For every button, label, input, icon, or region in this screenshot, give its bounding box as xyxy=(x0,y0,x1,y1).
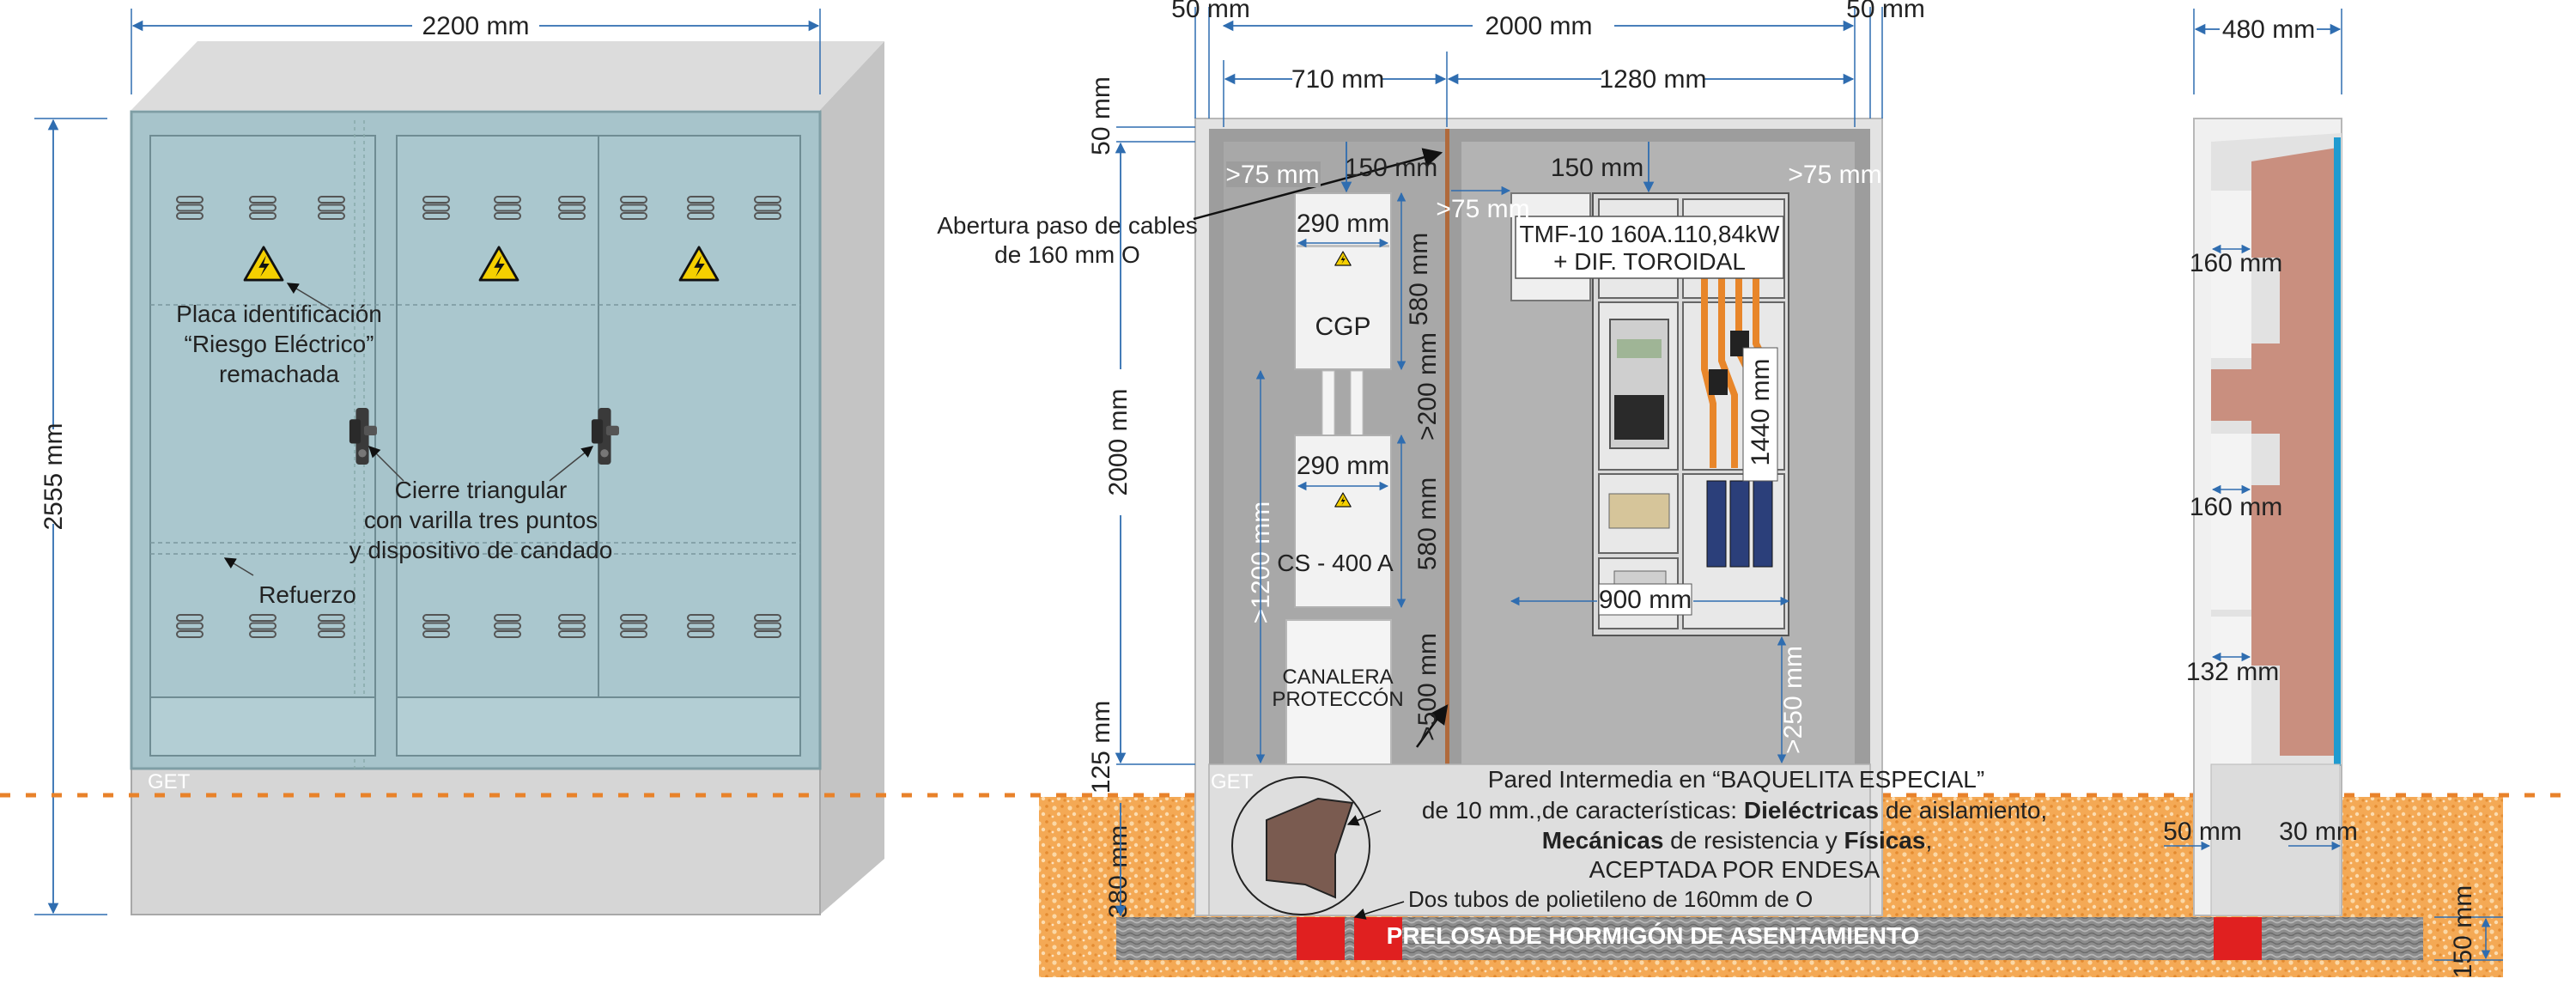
label-pared-2: de 10 mm.,de características: Dieléctric… xyxy=(1422,797,2047,824)
label-cgp: CGP xyxy=(1315,313,1370,341)
tmf-label-box xyxy=(1515,216,1784,279)
label-pared-2a: de 10 mm.,de características: xyxy=(1422,797,1744,824)
dim-cgp-height: 580 mm xyxy=(1405,233,1433,325)
tube-red-1 xyxy=(1297,917,1345,960)
label-prelosa: PRELOSA DE HORMIGÓN DE ASENTAMIENTO xyxy=(1387,922,1920,949)
dim-left-margin: 50 mm xyxy=(1171,0,1250,23)
label-pared-2c: de aislamiento, xyxy=(1879,797,2047,824)
dim-left-clear: >75 mm xyxy=(1225,161,1319,189)
dim-gap-200: >200 mm xyxy=(1413,332,1442,441)
dim-inner-width: 2000 mm xyxy=(1485,12,1592,40)
label-abertura-1: Abertura paso de cables xyxy=(937,212,1198,239)
label-pared-3b: de resistencia y xyxy=(1663,827,1844,854)
bakelite-wall xyxy=(1445,129,1449,764)
dim-front-width: 2200 mm xyxy=(422,12,529,40)
side-section: 480 mm 160 mm 160 mm 132 mm 50 mm 30 mm … xyxy=(2163,9,2503,978)
label-placa-2: “Riesgo Eléctrico” xyxy=(185,331,374,357)
cabinet-side-face xyxy=(820,41,884,915)
label-tmf-2: + DIF. TOROIDAL xyxy=(1553,248,1746,275)
side-brick-wall xyxy=(2211,148,2337,756)
dim-side-width: 480 mm xyxy=(2222,15,2315,44)
label-get-left: GET xyxy=(148,770,191,793)
side-blue-strip xyxy=(2334,137,2341,766)
dim-side-160a: 160 mm xyxy=(2190,249,2282,277)
tube-red-2 xyxy=(1354,917,1402,960)
label-refuerzo: Refuerzo xyxy=(258,581,356,608)
label-cierre-1: Cierre triangular xyxy=(395,477,568,503)
dim-right-section: 1280 mm xyxy=(1599,65,1706,94)
dim-top-gap: 50 mm xyxy=(1087,76,1115,155)
label-pared-3: Mecánicas de resistencia y Físicas, xyxy=(1542,827,1932,854)
dim-side-50: 50 mm xyxy=(2163,818,2242,846)
label-pared-3a: Mecánicas xyxy=(1542,827,1664,854)
dim-tmf-width: 900 mm xyxy=(1599,586,1692,614)
label-placa-3: remachada xyxy=(219,361,340,387)
interior-view: GET CGP CS - 400 A CANALERA PROTECCÓN xyxy=(937,0,2047,920)
dim-gap-500: >500 mm xyxy=(1413,633,1442,741)
front-view: Placa identificación “Riesgo Eléctrico” … xyxy=(34,9,884,915)
dim-right-margin: 50 mm xyxy=(1846,0,1925,23)
dim-base-380: 380 mm xyxy=(1104,825,1133,918)
label-cierre-2: con varilla tres puntos xyxy=(364,507,598,533)
dim-left-section: 710 mm xyxy=(1291,65,1384,94)
label-pared-3d: , xyxy=(1925,827,1932,854)
label-tmf-1: TMF-10 160A.110,84kW xyxy=(1520,221,1781,247)
label-tubos: Dos tubos de polietileno de 160mm de O xyxy=(1408,886,1813,912)
cabinet-top-face xyxy=(131,41,884,110)
dim-cs-width: 290 mm xyxy=(1297,452,1389,480)
dim-gap-250: >250 mm xyxy=(1779,646,1807,754)
dim-cgp-width: 290 mm xyxy=(1297,210,1389,238)
canalera-box xyxy=(1285,619,1392,765)
dim-side-30: 30 mm xyxy=(2279,818,2358,846)
door-left xyxy=(149,135,376,757)
cabinet-base xyxy=(131,768,821,915)
dim-side-132: 132 mm xyxy=(2186,658,2279,686)
label-abertura-2: de 160 mm O xyxy=(994,241,1140,268)
dim-inner-height: 2000 mm xyxy=(1104,388,1133,495)
dim-tmf-left-clear: >75 mm xyxy=(1436,195,1529,223)
dim-cs-height: 580 mm xyxy=(1413,477,1442,570)
dim-base-125: 125 mm xyxy=(1087,701,1115,793)
dim-side-160b: 160 mm xyxy=(2190,493,2282,521)
dim-tmf-height: 1440 mm xyxy=(1747,358,1775,465)
dim-slab-150: 150 mm xyxy=(2449,885,2477,978)
label-get-center: GET xyxy=(1211,770,1254,793)
dim-front-height: 2555 mm xyxy=(39,423,68,530)
dim-tmf-top-clear: 150 mm xyxy=(1551,154,1643,182)
label-cierre-3: y dispositivo de candado xyxy=(349,537,613,563)
label-cs: CS - 400 A xyxy=(1277,550,1394,576)
detail-circle xyxy=(1231,776,1370,915)
label-canalera-1: CANALERA xyxy=(1282,666,1393,689)
dim-cgp-top-clear: 150 mm xyxy=(1345,154,1437,182)
tube-red-3 xyxy=(2214,917,2262,960)
label-pared-3c: Físicas xyxy=(1844,827,1926,854)
label-pared-4: ACEPTADA POR ENDESA xyxy=(1589,856,1880,883)
label-pared-2b: Dieléctricas xyxy=(1744,797,1879,824)
dim-right-clear: >75 mm xyxy=(1788,161,1881,189)
label-pared-1: Pared Intermedia en “BAQUELITA ESPECIAL” xyxy=(1488,766,1984,793)
label-canalera-2: PROTECCÓN xyxy=(1272,688,1403,711)
label-placa-1: Placa identificación xyxy=(176,301,382,327)
